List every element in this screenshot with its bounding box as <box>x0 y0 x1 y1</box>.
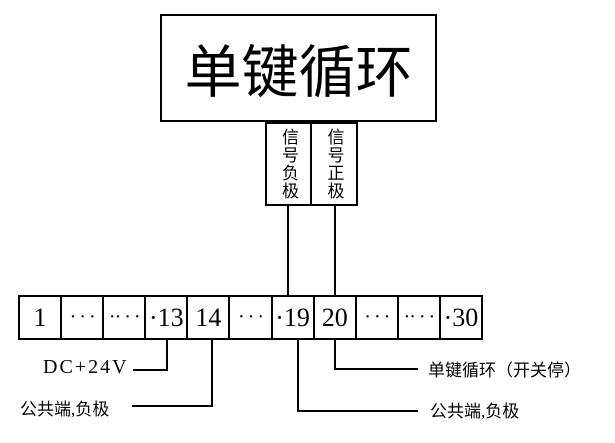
terminal-cell-ellipsis: · · · <box>60 297 102 338</box>
signal-positive-box: 信号正极 <box>312 122 358 206</box>
terminal-cell-14: 14 <box>186 297 228 338</box>
signal-negative-label: 信号负极 <box>279 128 298 200</box>
terminal-cell-19: ·19 <box>270 297 313 338</box>
wire-terminal20-horizontal <box>334 368 418 370</box>
wire-terminal13-vertical <box>166 340 168 371</box>
terminal-cell-1: 1 <box>33 302 47 332</box>
signal-positive-label: 信号正极 <box>324 128 344 200</box>
terminal-cell-13: ·13 <box>144 297 186 338</box>
device-box-label: 单键循环 <box>184 42 413 105</box>
wire-terminal20-vertical <box>334 340 336 370</box>
wire-signal-negative-to-terminal19 <box>287 204 289 296</box>
onekey-cycle-label: 单键循环（开关停） <box>428 361 581 380</box>
wire-terminal14-horizontal <box>132 405 213 407</box>
device-box: 单键循环 <box>160 14 437 122</box>
wire-terminal19-vertical <box>297 340 299 412</box>
wire-terminal19-horizontal <box>297 410 418 412</box>
terminal-cell-30: ·30 <box>438 297 481 338</box>
terminal-cell-ellipsis: ·· · · <box>396 297 439 338</box>
wire-terminal14-vertical <box>211 340 213 407</box>
common-negative-left-label: 公共端,负极 <box>20 400 110 419</box>
terminal-cell-ellipsis: ·· · · <box>102 297 144 338</box>
terminal-cell-ellipsis: · · · <box>354 297 397 338</box>
wire-terminal13-horizontal <box>133 369 168 371</box>
dc24v-label: DC+24V <box>43 356 129 378</box>
signal-negative-box: 信号负极 <box>265 122 312 206</box>
terminal-cell-20: 20 <box>312 297 355 338</box>
wire-signal-positive-to-terminal20 <box>334 204 336 296</box>
common-negative-right-label: 公共端,负极 <box>430 402 520 421</box>
terminal-strip: 1 · · · ·· · · ·13 14 · · · ·19 20 · · ·… <box>18 295 483 340</box>
terminal-cell-ellipsis: · · · <box>228 297 270 338</box>
